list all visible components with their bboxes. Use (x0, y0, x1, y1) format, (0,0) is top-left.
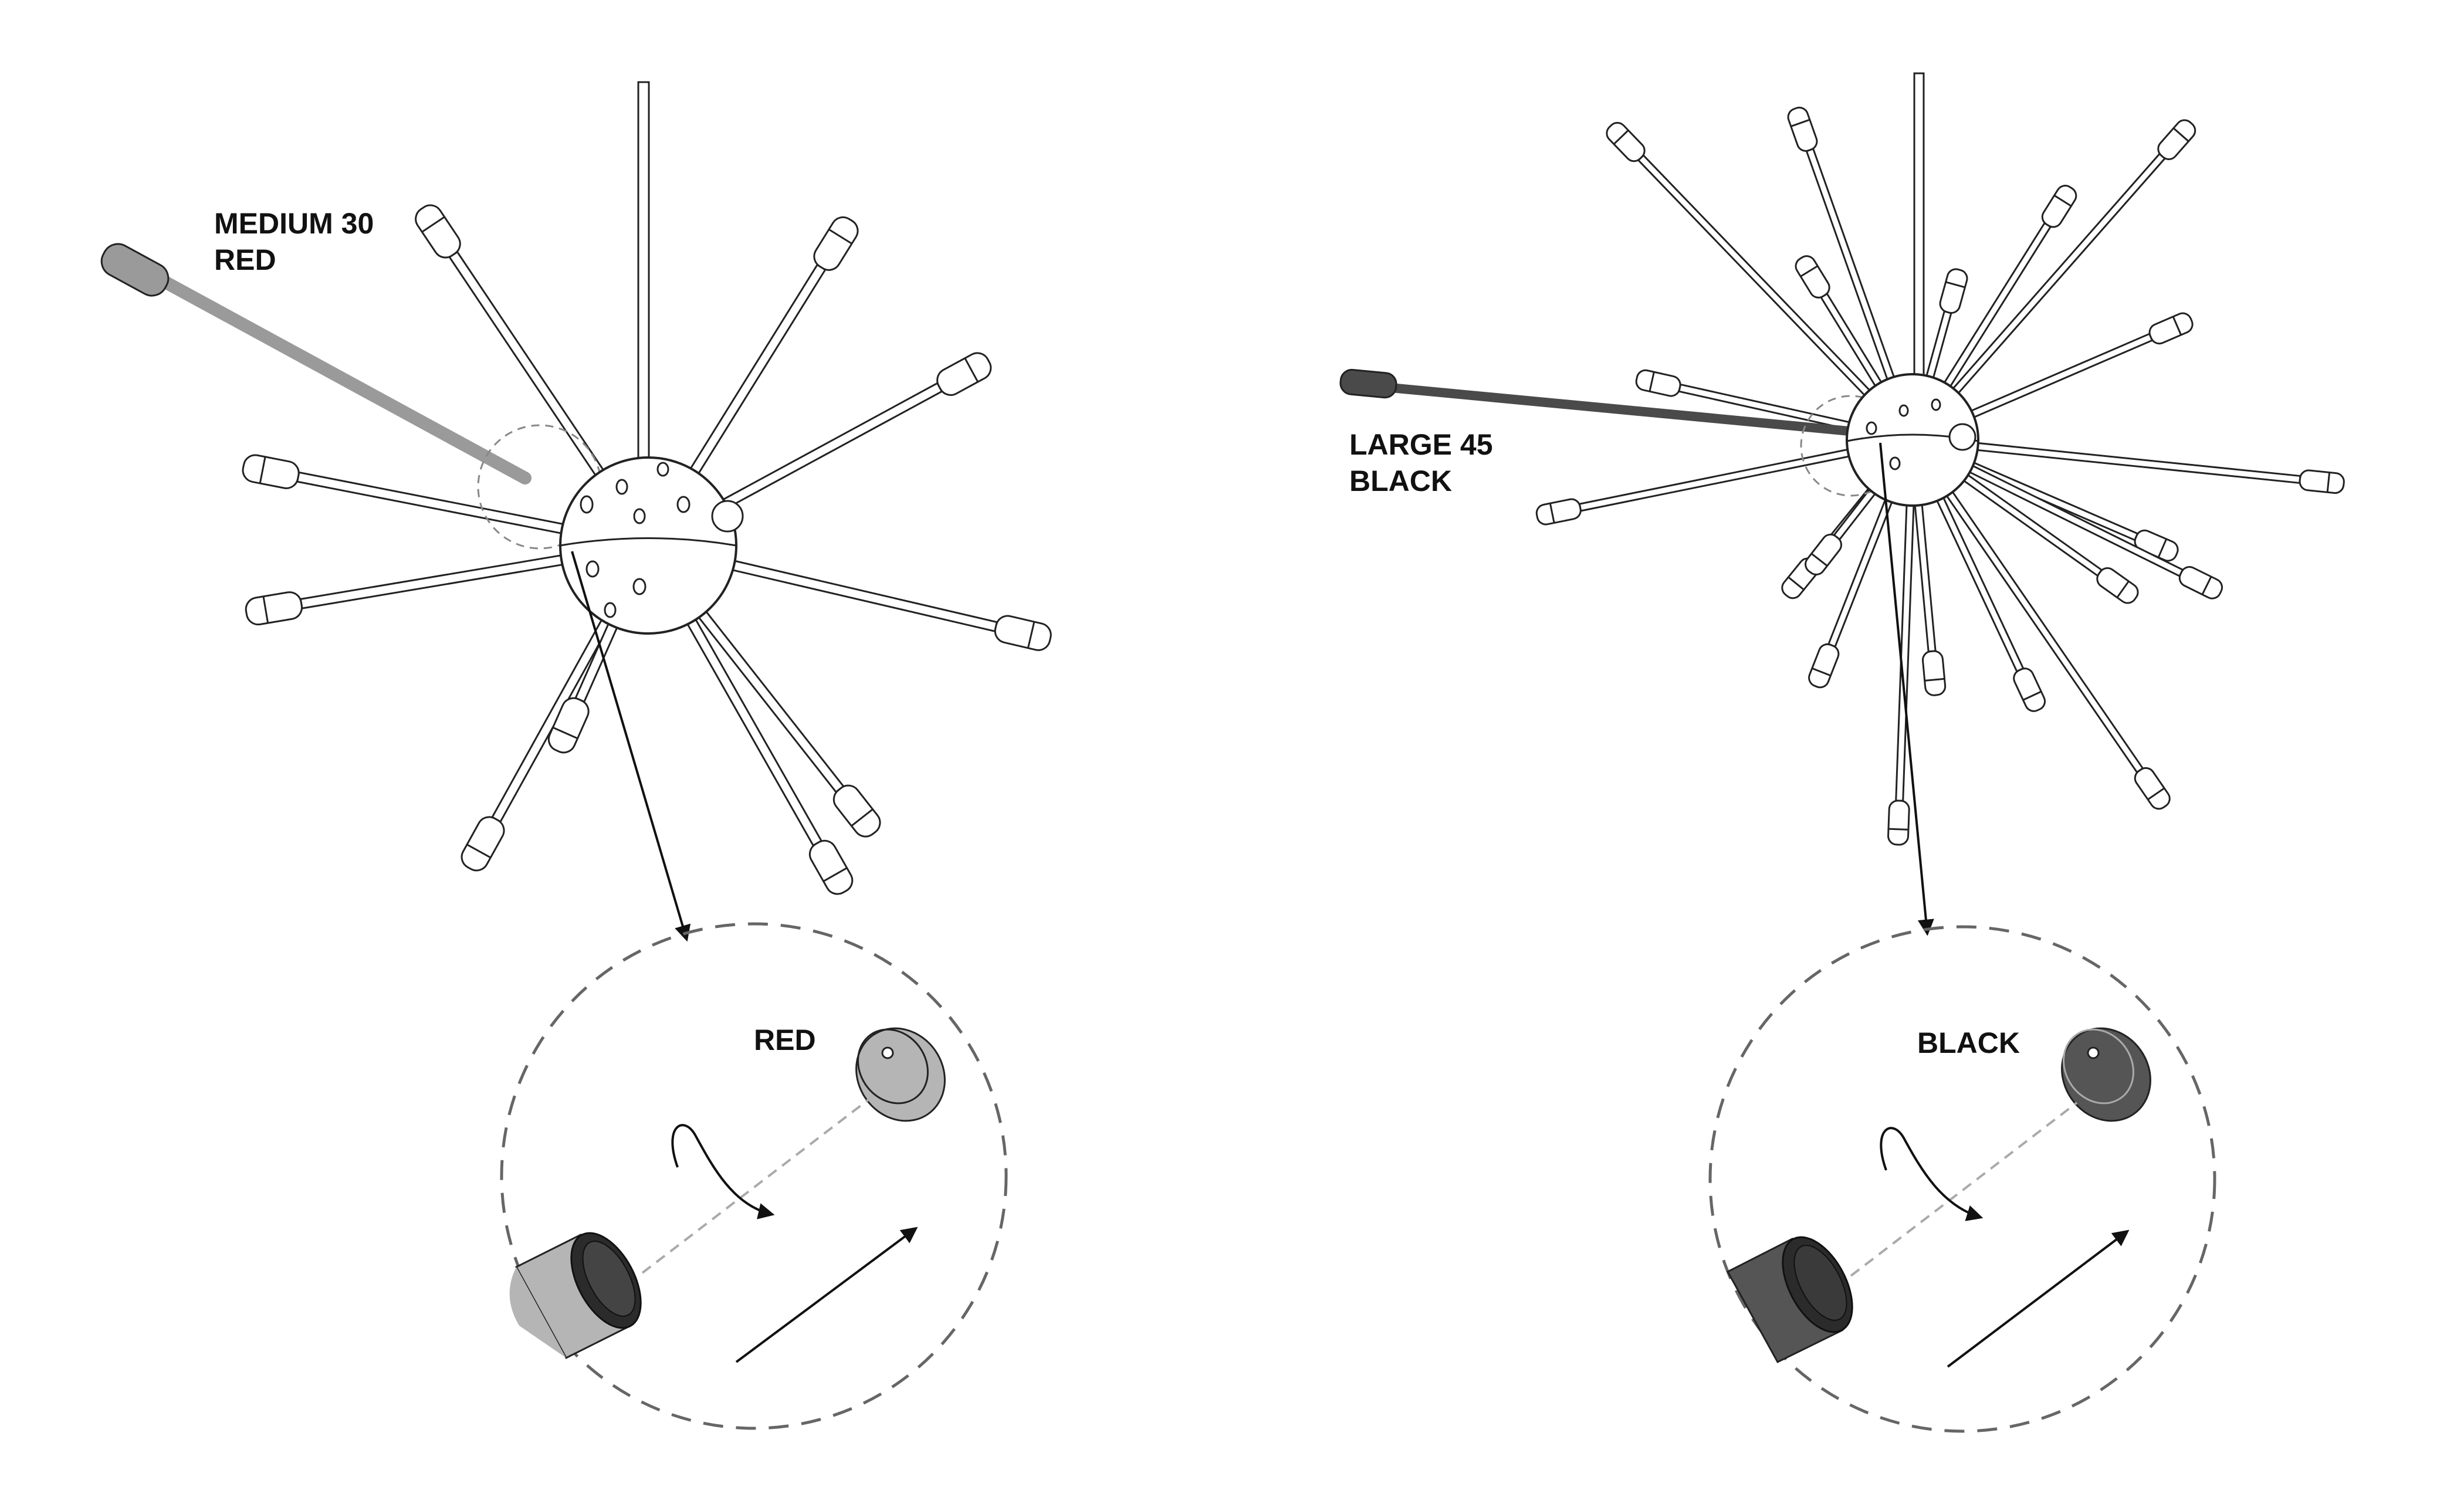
right-detail-view: BLACK (1708, 925, 2216, 1433)
right-rod-label-line2: BLACK (1349, 465, 1452, 497)
right-rod-9 (1535, 435, 1914, 526)
right-hub-sphere (1846, 373, 1979, 507)
left-rotation-arrow (671, 1124, 775, 1219)
right-highlighted-rod (1339, 368, 1885, 439)
right-detail-color-label: BLACK (1917, 1026, 2020, 1059)
right-rod-end-cylinder (1726, 1236, 1853, 1363)
right-fixture: LARGE 45 BLACK (1339, 72, 2345, 936)
left-end-cap-disc (855, 1027, 946, 1122)
right-suspension-rod (1913, 72, 1925, 397)
left-push-arrow (735, 1227, 918, 1363)
left-leader-arrow (571, 551, 691, 942)
right-detail-dashed-circle (1708, 925, 2216, 1433)
right-leader-arrow (1879, 442, 1934, 936)
left-fixture: MEDIUM 30 RED (100, 81, 1052, 942)
left-highlighted-rod (100, 243, 532, 485)
left-rod-label-line1: MEDIUM 30 (214, 207, 374, 240)
left-rod-end-cylinder (509, 1232, 642, 1359)
left-detail-color-label: RED (754, 1024, 816, 1056)
right-rotation-arrow (1880, 1127, 1984, 1221)
left-rod-label-line2: RED (214, 243, 276, 276)
left-hub-sphere (559, 456, 744, 635)
right-push-arrow (1947, 1229, 2130, 1368)
right-rod-label-line1: LARGE 45 (1349, 428, 1493, 461)
left-detail-view: RED (500, 922, 1008, 1430)
left-detail-dashed-circle (500, 922, 1008, 1430)
right-rod-18 (1908, 436, 2171, 810)
left-suspension-rod (637, 81, 650, 470)
right-end-cap-disc (2061, 1027, 2151, 1122)
right-rod-19 (1887, 439, 1917, 846)
right-insertion-axis (1850, 1102, 2078, 1277)
left-insertion-axis (641, 1099, 869, 1274)
